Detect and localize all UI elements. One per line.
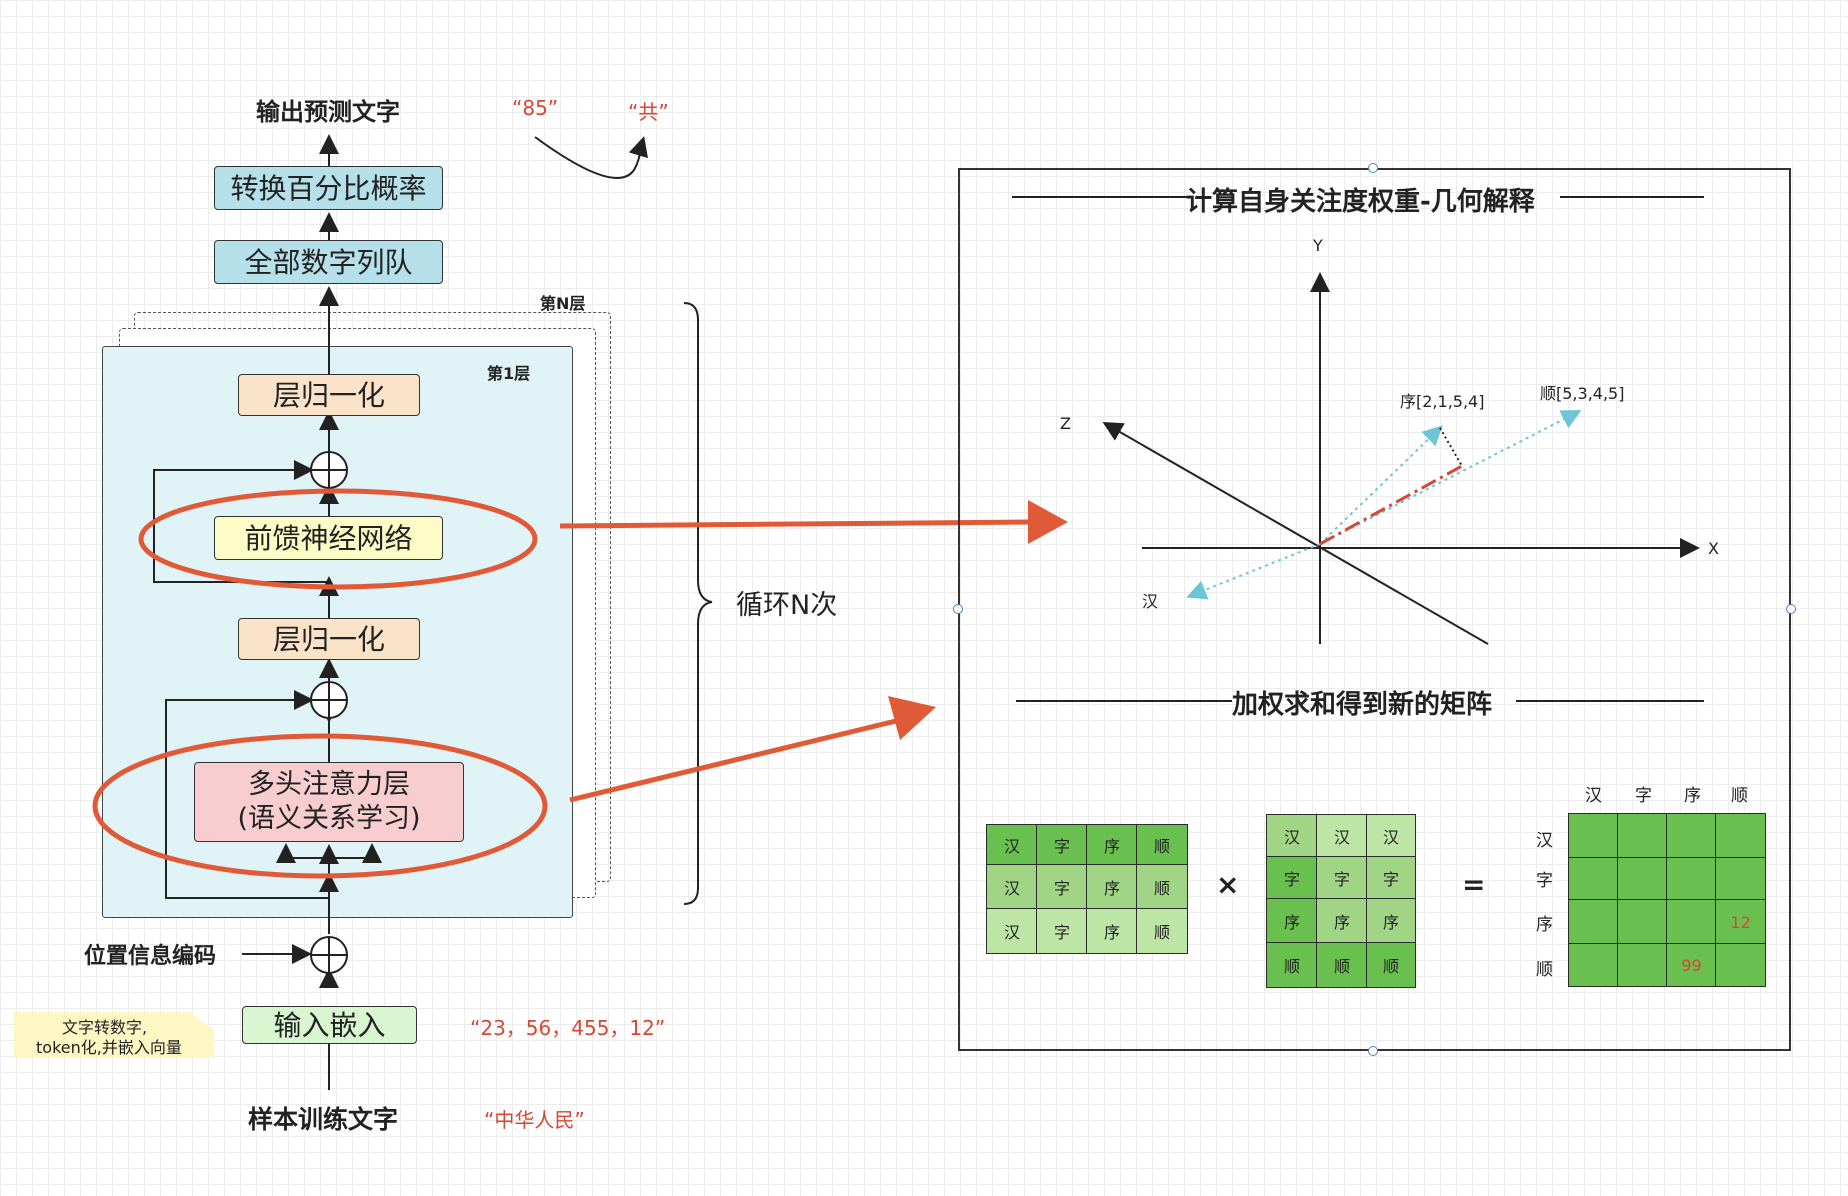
number-queue-box[interactable]: 全部数字列队 <box>214 240 443 284</box>
multi-head-attention-box[interactable]: 多头注意力层 (语义关系学习) <box>194 762 464 842</box>
result-col-header: 字 <box>1635 786 1652 806</box>
panel-handle-top[interactable] <box>1368 163 1378 173</box>
m1-cell: 顺 <box>1136 864 1188 910</box>
panel-handle-bottom[interactable] <box>1368 1046 1378 1056</box>
result-cell: 12 <box>1715 899 1766 945</box>
output-token-2: “共” <box>628 100 669 124</box>
m1-cell: 汉 <box>986 908 1038 954</box>
result-matrix: 12 99 <box>1568 813 1766 987</box>
layer-1-label: 第1层 <box>487 364 531 383</box>
result-cell <box>1666 899 1717 945</box>
equals-sign: = <box>1462 868 1486 901</box>
result-row-header: 顺 <box>1536 960 1553 980</box>
vector-shun-label: 顺[5,3,4,5] <box>1540 384 1625 403</box>
m1-cell: 汉 <box>986 824 1038 866</box>
mha-line-2: (语义关系学习) <box>237 803 421 834</box>
result-row-header: 汉 <box>1536 831 1553 851</box>
m2-cell: 序 <box>1266 898 1318 944</box>
probability-box[interactable]: 转换百分比概率 <box>214 166 443 210</box>
input-value: “中华人民” <box>484 1108 585 1132</box>
result-cell <box>1715 813 1766 859</box>
layer-norm-top[interactable]: 层归一化 <box>238 374 420 416</box>
m1-cell: 汉 <box>986 864 1038 910</box>
m1-cell: 序 <box>1086 908 1138 954</box>
result-cell <box>1666 857 1717 901</box>
sticky-note <box>14 1012 214 1058</box>
m2-cell: 序 <box>1366 898 1416 944</box>
result-row-header: 字 <box>1536 871 1553 891</box>
input-label: 样本训练文字 <box>248 1105 399 1134</box>
m2-cell: 字 <box>1266 856 1318 900</box>
position-encoding-label: 位置信息编码 <box>84 944 217 969</box>
result-cell <box>1617 943 1668 987</box>
m1-cell: 序 <box>1086 864 1138 910</box>
result-cell <box>1568 899 1619 945</box>
m2-cell: 顺 <box>1366 942 1416 988</box>
result-cell <box>1568 813 1619 859</box>
m2-cell: 序 <box>1316 898 1368 944</box>
result-col-header: 序 <box>1684 786 1701 806</box>
weighted-sum-title: 加权求和得到新的矩阵 <box>1232 690 1493 720</box>
result-cell <box>1617 813 1668 859</box>
output-label: 输出预测文字 <box>256 98 400 126</box>
m1-cell: 字 <box>1036 824 1088 866</box>
axis-z-label: Z <box>1060 414 1071 433</box>
note-line-2: token化,并嵌入向量 <box>36 1038 182 1057</box>
m1-cell: 顺 <box>1136 908 1188 954</box>
layer-n-label: 第N层 <box>540 294 586 313</box>
m2-cell: 字 <box>1316 856 1368 900</box>
layer-norm-mid[interactable]: 层归一化 <box>238 618 420 660</box>
matrix-1: 汉 字 序 顺 汉 字 序 顺 汉 字 序 顺 <box>986 824 1188 954</box>
result-row-header: 序 <box>1536 915 1553 935</box>
m1-cell: 序 <box>1086 824 1138 866</box>
panel-handle-right[interactable] <box>1786 604 1796 614</box>
result-col-header: 顺 <box>1731 786 1748 806</box>
feed-forward-box[interactable]: 前馈神经网络 <box>214 516 443 560</box>
result-cell <box>1617 857 1668 901</box>
panel-handle-left[interactable] <box>953 604 963 614</box>
m1-cell: 顺 <box>1136 824 1188 866</box>
result-col-header: 汉 <box>1585 786 1602 806</box>
vector-xu-label: 序[2,1,5,4] <box>1400 392 1485 411</box>
input-embedding-box[interactable]: 输入嵌入 <box>242 1006 417 1044</box>
embedding-values: “23，56，455，12” <box>470 1016 666 1040</box>
result-cell <box>1715 943 1766 987</box>
m2-cell: 顺 <box>1316 942 1368 988</box>
mha-line-1: 多头注意力层 <box>248 769 410 801</box>
result-cell <box>1568 943 1619 987</box>
m2-cell: 顺 <box>1266 942 1318 988</box>
result-cell <box>1715 857 1766 901</box>
m2-cell: 汉 <box>1316 814 1368 858</box>
m2-cell: 字 <box>1366 856 1416 900</box>
result-cell <box>1568 857 1619 901</box>
m2-cell: 汉 <box>1366 814 1416 858</box>
m1-cell: 字 <box>1036 864 1088 910</box>
loop-label: 循环N次 <box>736 590 838 621</box>
result-cell <box>1666 813 1717 859</box>
m2-cell: 汉 <box>1266 814 1318 858</box>
axis-x-label: X <box>1708 539 1719 558</box>
output-token-1: “85” <box>512 96 559 120</box>
result-cell <box>1617 899 1668 945</box>
times-sign: × <box>1216 868 1240 901</box>
result-cell: 99 <box>1666 943 1717 987</box>
axis-y-label: Y <box>1313 236 1323 255</box>
m1-cell: 字 <box>1036 908 1088 954</box>
geometry-title: 计算自身关注度权重-几何解释 <box>1186 187 1535 217</box>
vector-han-label: 汉 <box>1142 592 1159 611</box>
note-line-1: 文字转数字, <box>62 1018 148 1037</box>
matrix-2: 汉 汉 汉 字 字 字 序 序 序 顺 顺 顺 <box>1266 814 1416 988</box>
